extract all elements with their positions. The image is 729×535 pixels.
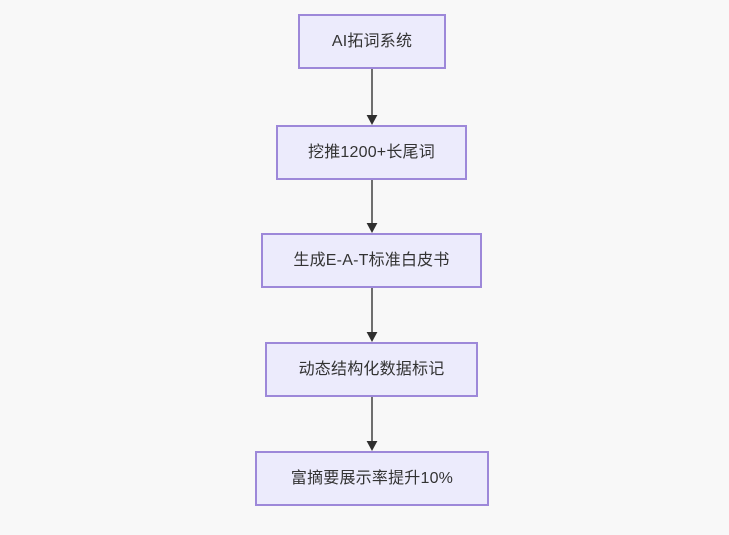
flow-node-label: 生成E-A-T标准白皮书 [293,251,450,269]
edge-n4-n5 [362,397,382,451]
flow-node-mine-longtail-keywords[interactable]: 挖推1200+长尾词 [276,125,467,180]
edge-n1-n2 [362,69,382,125]
edge-n3-n4 [362,288,382,342]
flow-node-label: AI拓词系统 [331,32,413,50]
flow-node-ai-keyword-system[interactable]: AI拓词系统 [298,14,446,69]
flow-node-label: 富摘要展示率提升10% [290,469,454,487]
flow-node-label: 挖推1200+长尾词 [308,143,435,161]
flow-node-dynamic-structured-data-markup[interactable]: 动态结构化数据标记 [265,342,478,397]
flow-node-rich-snippet-impression-lift[interactable]: 富摘要展示率提升10% [255,451,489,506]
arrowhead-icon [366,223,378,233]
edge-n2-n3 [362,180,382,233]
flow-node-generate-eat-whitepaper[interactable]: 生成E-A-T标准白皮书 [261,233,482,288]
arrowhead-icon [366,332,378,342]
arrowhead-icon [366,441,378,451]
arrowhead-icon [366,115,378,125]
flow-node-label: 动态结构化数据标记 [298,360,445,378]
